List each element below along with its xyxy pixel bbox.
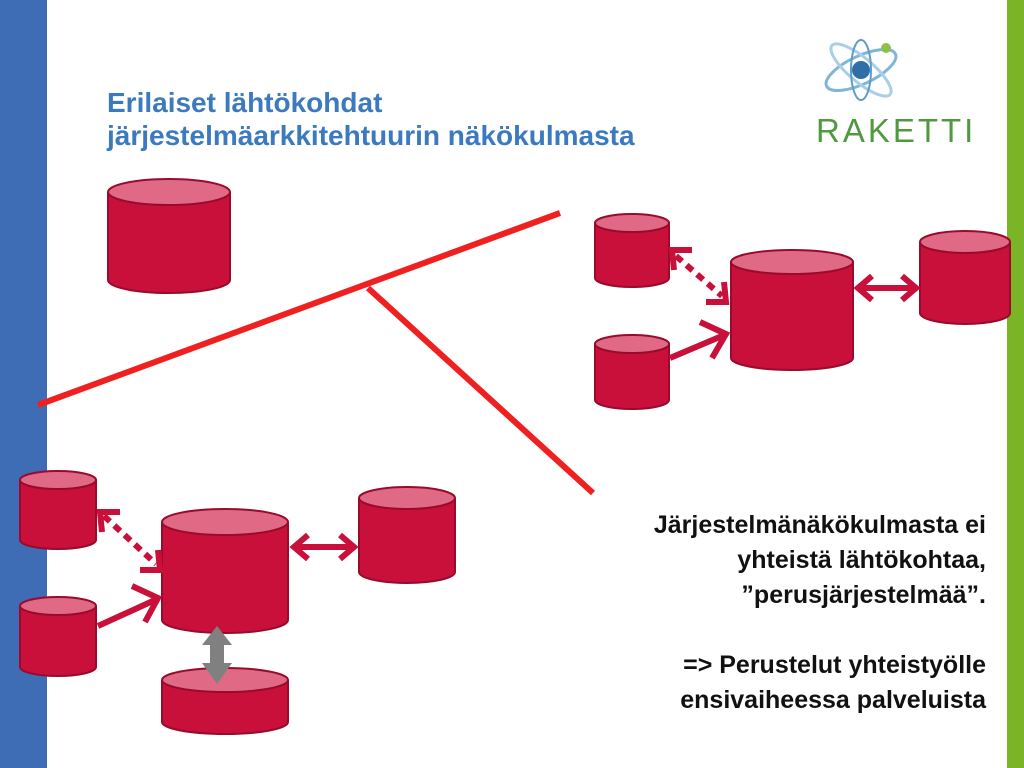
- body-line-3: ”perusjärjestelmää”.: [741, 581, 986, 609]
- double-arrow-bl-right: [289, 532, 359, 562]
- dashed-double-arrow-tr: [668, 247, 730, 305]
- title-line-2: järjestelmäarkkitehtuurin näkökulmasta: [107, 120, 635, 152]
- database-cylinder-tr-right: [919, 230, 1011, 325]
- database-cylinder-bl-main: [161, 508, 289, 634]
- arrow-bl-bottom: [96, 583, 163, 629]
- logo-wordmark: RAKETTI: [816, 112, 977, 149]
- database-cylinder-bl-bottom: [161, 667, 289, 735]
- database-cylinder-tr-main: [730, 249, 854, 371]
- right-accent-bar: [1007, 0, 1024, 768]
- body-line-2: yhteistä lähtökohtaa,: [737, 546, 986, 574]
- double-arrow-tr-right: [853, 273, 921, 303]
- divider-line-main: [36, 210, 562, 408]
- body-line-5: ensivaiheessa palveluista: [680, 686, 986, 714]
- slide-title: Erilaiset lähtökohdat järjestelmäarkkite…: [107, 86, 635, 152]
- database-cylinder-bl-small-bottom: [19, 596, 97, 677]
- grey-double-arrow-vertical: [202, 626, 232, 684]
- divider-line-branch: [365, 285, 596, 496]
- database-cylinder-tr-small-bottom: [594, 334, 670, 410]
- body-line-1: Järjestelmänäkökulmasta ei: [653, 511, 986, 539]
- raketti-logo: RAKETTI: [806, 28, 994, 153]
- database-cylinder-standalone: [107, 178, 231, 294]
- database-cylinder-tr-small-top: [594, 213, 670, 288]
- title-line-1: Erilaiset lähtökohdat: [107, 87, 383, 118]
- explanation-text: Järjestelmänäkökulmasta ei yhteistä läht…: [466, 508, 986, 718]
- dashed-double-arrow-bl: [96, 509, 164, 573]
- body-line-4: => Perustelut yhteistyölle: [683, 651, 986, 679]
- database-cylinder-bl-small-top: [19, 470, 97, 550]
- database-cylinder-bl-right: [358, 486, 456, 584]
- arrow-tr-bottom: [668, 319, 731, 361]
- atom-orbit-icon: [824, 39, 898, 101]
- body-spacer: [466, 613, 986, 648]
